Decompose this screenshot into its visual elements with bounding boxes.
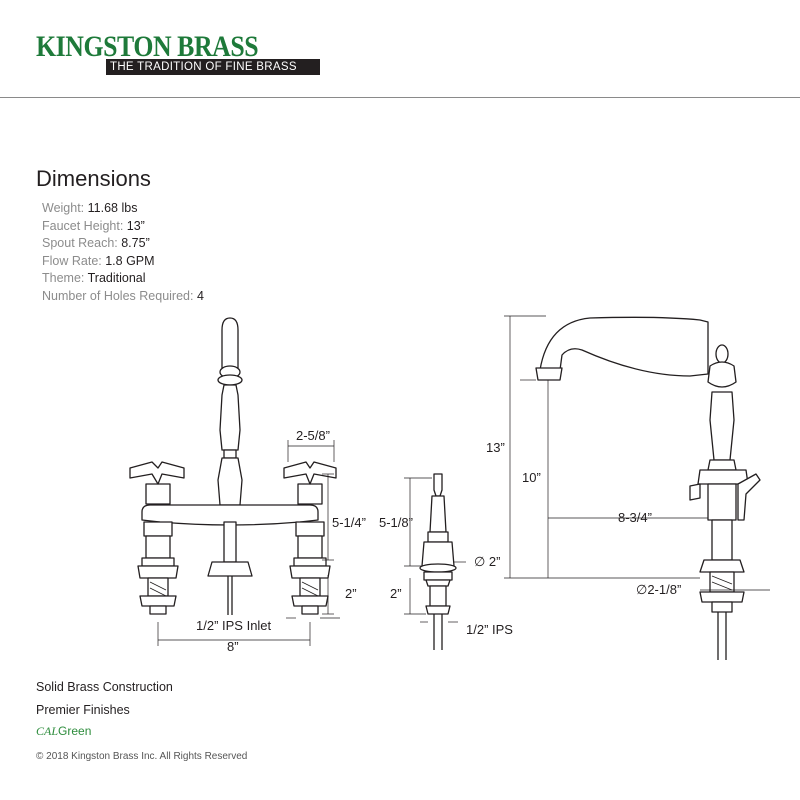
label-sprayer-shank: 2” xyxy=(390,586,402,601)
spec-label: Spout Reach: xyxy=(42,236,118,250)
spec-label: Number of Holes Required: xyxy=(42,288,194,303)
spec-flow-rate: Flow Rate: 1.8 GPM xyxy=(42,253,204,271)
brand-tagline: THE TRADITION OF FINE BRASS xyxy=(106,59,320,75)
spec-value: 8.75” xyxy=(121,236,150,250)
calgreen-suffix: Green xyxy=(58,724,92,738)
label-sprayer-diameter: ∅ 2” xyxy=(474,554,501,569)
label-shank-height: 2” xyxy=(345,586,357,601)
spec-list: Weight: 11.68 lbs Faucet Height: 13” Spo… xyxy=(42,200,204,305)
label-sprayer-height: 5-1/8” xyxy=(379,515,413,530)
dimensions-title: Dimensions xyxy=(36,166,151,191)
side-view-faucet xyxy=(535,316,761,660)
label-sprayer-ips: 1/2” IPS xyxy=(466,622,513,637)
calgreen-logo: CALGreen xyxy=(36,724,91,739)
front-view-faucet xyxy=(129,317,337,615)
spec-theme: Theme: Traditional xyxy=(42,270,204,288)
spec-value: 13” xyxy=(126,218,145,233)
spec-faucet-height: Faucet Height: 13” xyxy=(42,218,204,236)
label-spout-height: 10” xyxy=(522,470,541,485)
spec-label: Flow Rate: xyxy=(42,253,102,268)
dimension-labels: 2-5/8” 5-1/4” 2” 1/2” IPS Inlet 8” 5-1/8… xyxy=(196,428,681,654)
label-spout-reach: 8-3/4” xyxy=(618,510,652,525)
spec-value: Traditional xyxy=(87,271,146,285)
spec-weight: Weight: 11.68 lbs xyxy=(42,200,204,218)
label-center-spread: 8” xyxy=(227,639,239,654)
spec-label: Faucet Height: xyxy=(42,218,124,233)
spec-value: 11.68 lbs xyxy=(87,201,138,215)
spec-value: 4 xyxy=(196,288,204,303)
side-sprayer xyxy=(419,473,457,650)
spec-value: 1.8 GPM xyxy=(105,253,155,268)
header-divider xyxy=(0,97,800,98)
spec-spout-reach: Spout Reach: 8.75” xyxy=(42,235,204,253)
label-body-height: 5-1/4” xyxy=(332,515,366,530)
brand-logo: KINGSTON BRASS xyxy=(36,30,259,63)
label-base-diameter: ∅2-1/8” xyxy=(636,582,681,597)
spec-label: Weight: xyxy=(42,201,85,215)
label-overall-height: 13” xyxy=(486,440,505,455)
spec-holes: Number of Holes Required: 4 xyxy=(42,288,204,306)
label-inlet: 1/2” IPS Inlet xyxy=(196,618,272,633)
feature-solid-brass: Solid Brass Construction xyxy=(36,680,173,694)
spec-label: Theme: xyxy=(42,271,85,285)
copyright-notice: © 2018 Kingston Brass Inc. All Rights Re… xyxy=(36,751,248,762)
feature-premier-finishes: Premier Finishes xyxy=(36,703,130,717)
dimension-lines xyxy=(157,315,770,646)
calgreen-prefix: CAL xyxy=(36,724,59,738)
label-handle-spacing: 2-5/8” xyxy=(296,428,330,443)
